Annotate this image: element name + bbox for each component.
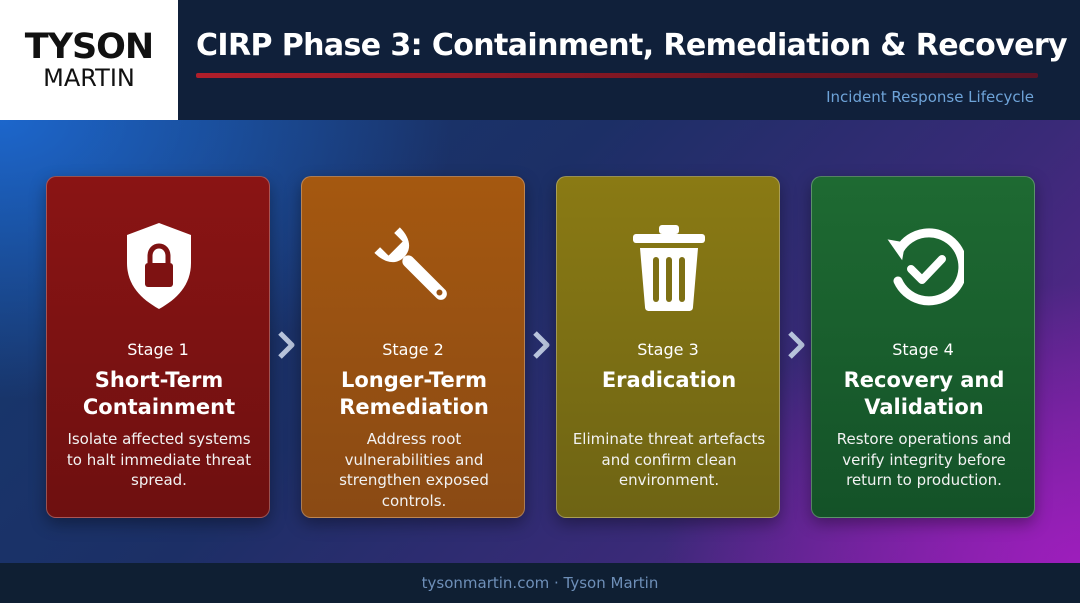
stage-label: Stage 3 xyxy=(637,340,699,359)
stage-label: Stage 1 xyxy=(127,340,189,359)
stage-description: Address root vulnerabilities and strengt… xyxy=(339,430,489,510)
logo-top-text: TYSON xyxy=(24,27,154,67)
page-title: CIRP Phase 3: Containment, Remediation &… xyxy=(196,28,1068,63)
chevron-right-icon xyxy=(278,331,295,359)
logo: TYSON MARTIN xyxy=(0,0,178,120)
chevron-right-icon xyxy=(788,331,805,359)
stage-card-3: Stage 3 Eradication Eliminate threat art… xyxy=(556,176,780,518)
stage-card-4: Stage 4 Recovery and Validation Restore … xyxy=(811,176,1035,518)
stage-label: Stage 4 xyxy=(892,340,954,359)
chevron-right-icon xyxy=(533,331,550,359)
title-underline xyxy=(196,73,1038,78)
stage-card-1: Stage 1 Short-Term Containment Isolate a… xyxy=(46,176,270,518)
wrench-icon xyxy=(374,219,454,314)
stage-title: Short-Term Containment xyxy=(82,368,236,419)
shield-lock-icon xyxy=(119,219,199,314)
stage-title: Longer-Term Remediation xyxy=(339,368,489,419)
stage-description: Isolate affected systems to halt immedia… xyxy=(66,430,252,489)
stage-description: Eliminate threat artefacts and confirm c… xyxy=(572,430,766,489)
header: TYSON MARTIN CIRP Phase 3: Containment, … xyxy=(0,0,1080,120)
stages-panel: Stage 1 Short-Term Containment Isolate a… xyxy=(0,120,1080,563)
page-subtitle: Incident Response Lifecycle xyxy=(826,88,1034,106)
stage-label: Stage 2 xyxy=(382,340,444,359)
footer-text: tysonmartin.com · Tyson Martin xyxy=(421,574,659,592)
stage-title: Recovery and Validation xyxy=(843,368,1005,419)
trash-icon xyxy=(629,219,709,314)
logo-bottom-text: MARTIN xyxy=(43,64,135,92)
footer: tysonmartin.com · Tyson Martin xyxy=(0,563,1080,603)
stage-title: Eradication xyxy=(601,368,737,392)
stage-card-2: Stage 2 Longer-Term Remediation Address … xyxy=(301,176,525,518)
restore-check-icon xyxy=(884,219,968,314)
stage-description: Restore operations and verify integrity … xyxy=(836,430,1012,489)
